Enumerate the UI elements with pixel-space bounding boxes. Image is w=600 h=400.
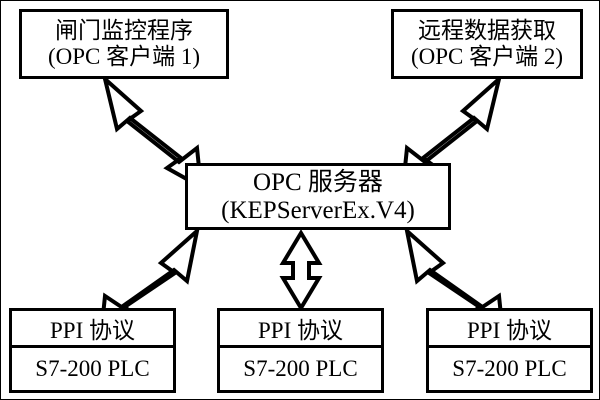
client-2-title: 远程数据获取 [418,18,556,44]
node-plc-middle[interactable]: PPI 协议 S7-200 PLC [217,308,384,393]
plc-right-protocol: PPI 协议 [429,311,590,348]
server-title: OPC 服务器 [253,168,383,196]
node-plc-left[interactable]: PPI 协议 S7-200 PLC [9,308,176,393]
node-plc-right[interactable]: PPI 协议 S7-200 PLC [426,308,593,393]
client-2-subtitle: (OPC 客户端 2) [410,44,564,69]
server-subtitle: (KEPServerEx.V4) [221,196,415,224]
client-1-subtitle: (OPC 客户端 1) [47,44,201,69]
plc-left-protocol: PPI 协议 [12,311,173,348]
plc-right-device: S7-200 PLC [452,356,567,381]
client-1-title: 闸门监控程序 [55,18,193,44]
node-client-1[interactable]: 闸门监控程序 (OPC 客户端 1) [19,9,229,79]
node-opc-server[interactable]: OPC 服务器 (KEPServerEx.V4) [185,163,451,230]
connector-server-plcmiddle [279,229,323,312]
plc-middle-device: S7-200 PLC [243,356,358,381]
node-client-2[interactable]: 远程数据获取 (OPC 客户端 2) [391,9,583,79]
plc-left-device: S7-200 PLC [35,356,150,381]
plc-middle-protocol: PPI 协议 [220,311,381,348]
